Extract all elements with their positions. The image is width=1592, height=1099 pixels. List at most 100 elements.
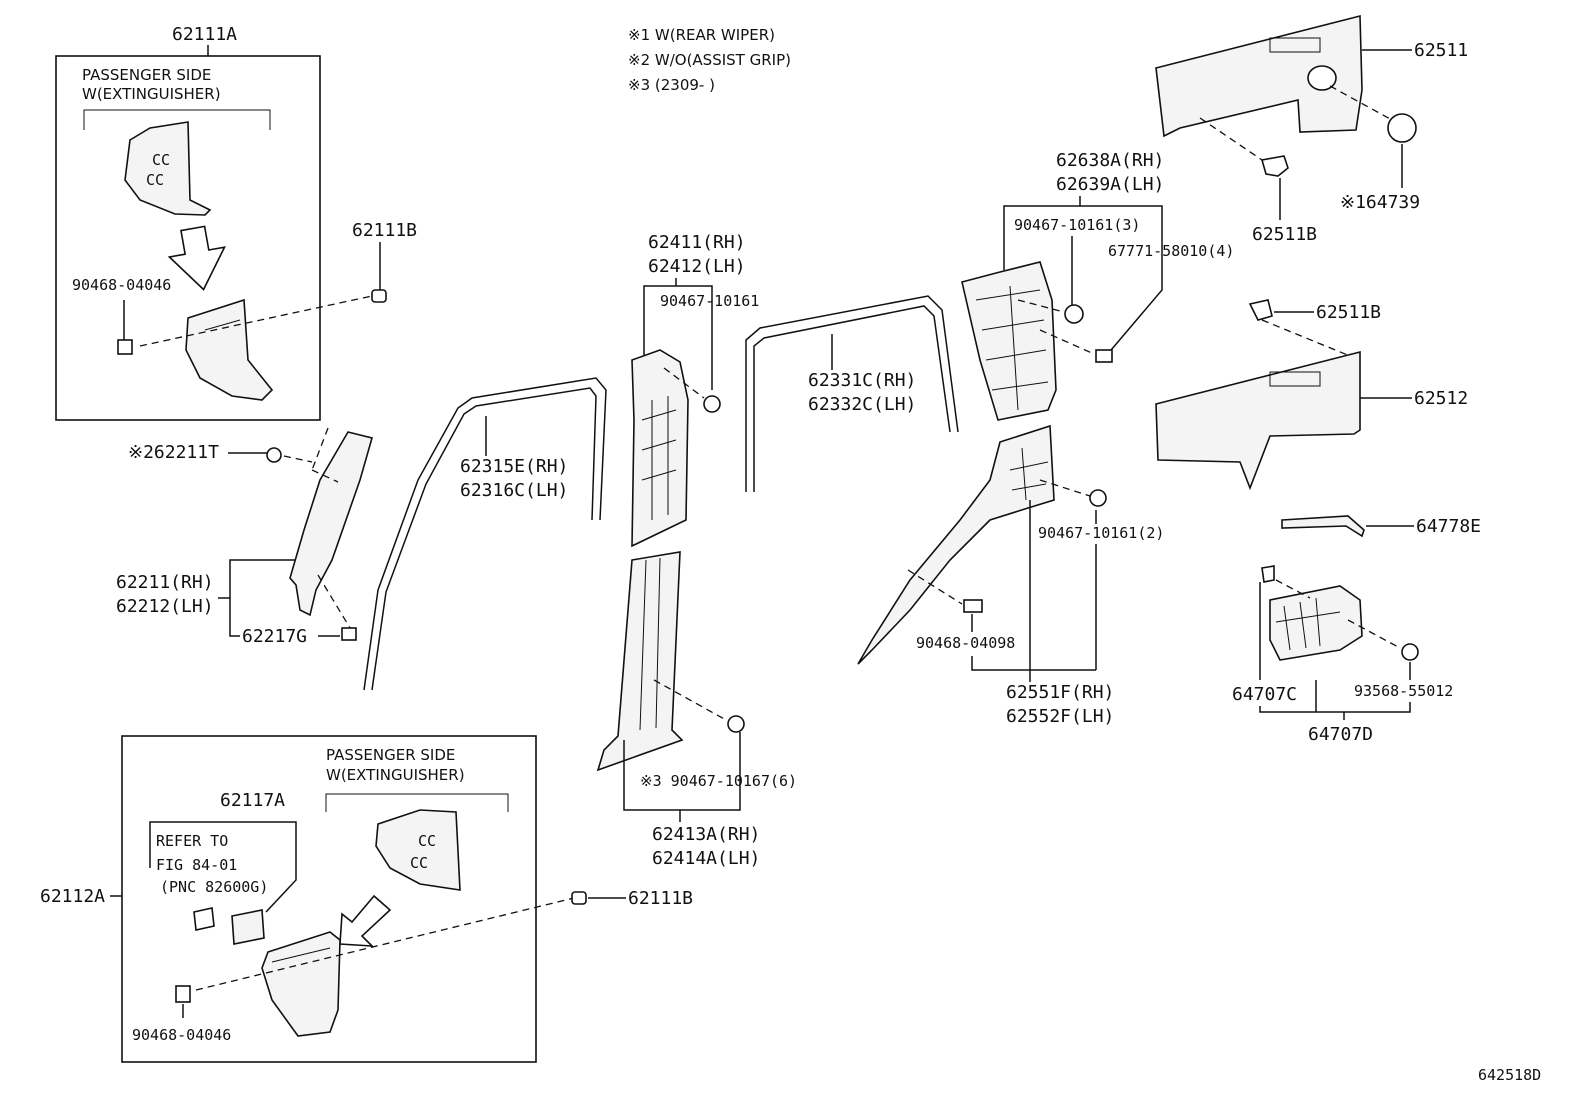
clip-icon[interactable] xyxy=(117,339,133,355)
clip-62411-icon[interactable] xyxy=(703,395,721,413)
label-62332c[interactable]: 62332C(LH) xyxy=(808,394,916,415)
label-62639a[interactable]: 62639A(LH) xyxy=(1056,174,1164,195)
label-90467-10161-3[interactable]: 90467-10161(3) xyxy=(1014,216,1140,234)
clip-62112a-icon[interactable] xyxy=(175,985,191,1003)
rear-panel-62512[interactable] xyxy=(1155,350,1361,491)
cover-piece-small[interactable] xyxy=(193,907,215,931)
box-62111a-heading-1: PASSENGER SIDE xyxy=(82,66,211,84)
label-62112a[interactable]: 62112A xyxy=(40,886,105,907)
label-67771-58010[interactable]: 67771-58010(4) xyxy=(1108,242,1234,260)
group-64707: 64707C 93568-55012 64707D xyxy=(1232,565,1453,745)
box-62112a: 62112A PASSENGER SIDE W(EXTINGUISHER) 62… xyxy=(40,735,575,1063)
label-62111b-top[interactable]: 62111B xyxy=(352,220,417,241)
label-93568-55012[interactable]: 93568-55012 xyxy=(1354,682,1453,700)
label-90467-10161-2[interactable]: 90467-10161(2) xyxy=(1038,524,1164,542)
storage-box-64707c[interactable] xyxy=(1269,585,1363,661)
clip-64707-icon[interactable] xyxy=(1261,565,1275,583)
label-90468-04098[interactable]: 90468-04098 xyxy=(916,634,1015,652)
group-62331c: 62331C(RH) 62332C(LH) xyxy=(745,295,959,492)
pillar-trim-62211[interactable] xyxy=(289,431,373,617)
refer-line-3: (PNC 82600G) xyxy=(160,878,268,896)
label-64707c[interactable]: 64707C xyxy=(1232,684,1297,705)
strip-64778e[interactable] xyxy=(1281,515,1365,538)
label-62511[interactable]: 62511 xyxy=(1414,40,1468,61)
group-64778e: 64778E xyxy=(1281,515,1481,538)
label-62511b-b[interactable]: 62511B xyxy=(1316,302,1381,323)
screw-62211t-icon[interactable] xyxy=(266,447,282,463)
label-62217g[interactable]: 62217G xyxy=(242,626,307,647)
box-62111a: 62111A PASSENGER SIDE W(EXTINGUISHER) CC… xyxy=(55,24,373,421)
label-62315e[interactable]: 62315E(RH) xyxy=(460,456,568,477)
group-62511: 62511 62511B ※164739 xyxy=(1155,14,1468,245)
screw-93568-icon[interactable] xyxy=(1401,643,1419,661)
label-90467-10161[interactable]: 90467-10161 xyxy=(660,292,759,310)
group-62413a: ※3 90467-10167(6) 62413A(RH) 62414A(LH) xyxy=(596,551,797,869)
clip-67771-icon[interactable] xyxy=(1095,349,1113,363)
label-62552f[interactable]: 62552F(LH) xyxy=(1006,706,1114,727)
group-62551f: 90467-10161(2) 90468-04098 62551F(RH) 62… xyxy=(857,424,1164,727)
label-62211rh[interactable]: 62211(RH) xyxy=(116,572,214,593)
cover-62117a[interactable] xyxy=(231,909,265,945)
box-62112a-heading-1: PASSENGER SIDE xyxy=(326,746,455,764)
label-62117a[interactable]: 62117A xyxy=(220,790,285,811)
note-date-range: ※3 (2309- ) xyxy=(628,76,715,94)
clip-62111b-icon[interactable] xyxy=(371,289,387,303)
label-90467-10167[interactable]: ※3 90467-10167(6) xyxy=(640,772,797,790)
trim-lower-62111a[interactable] xyxy=(185,298,274,401)
label-64707d[interactable]: 64707D xyxy=(1308,724,1373,745)
refer-line-2: FIG 84-01 xyxy=(156,856,237,874)
quarter-trim-62551f[interactable] xyxy=(857,424,1055,665)
clip-62511b-a-icon[interactable] xyxy=(1260,155,1289,177)
trim-upper-extinguisher[interactable] xyxy=(124,121,212,216)
box-62112a-heading-2: W(EXTINGUISHER) xyxy=(326,766,465,784)
wiper-hole-icon xyxy=(1307,65,1337,91)
label-62413a[interactable]: 62413A(RH) xyxy=(652,824,760,845)
arrow-down-left-icon xyxy=(339,894,392,947)
label-62212lh[interactable]: 62212(LH) xyxy=(116,596,214,617)
clip-62111b-bottom-icon[interactable] xyxy=(571,891,587,905)
label-62412[interactable]: 62412(LH) xyxy=(648,256,746,277)
notes-block: ※1 W(REAR WIPER) ※2 W/O(ASSIST GRIP) ※3 … xyxy=(628,26,791,94)
note-assist-grip: ※2 W/O(ASSIST GRIP) xyxy=(628,51,791,69)
label-62111b-bottom[interactable]: 62111B xyxy=(628,888,693,909)
grommet-64739-icon[interactable] xyxy=(1387,113,1417,143)
pillar-trim-62413a[interactable] xyxy=(596,551,684,772)
label-62414a[interactable]: 62414A(LH) xyxy=(652,848,760,869)
rear-panel-62511[interactable] xyxy=(1155,14,1363,138)
label-62331c[interactable]: 62331C(RH) xyxy=(808,370,916,391)
label-64739[interactable]: ※164739 xyxy=(1340,192,1420,213)
cc-mark-4: CC xyxy=(410,854,428,872)
label-90468-04046-bottom[interactable]: 90468-04046 xyxy=(132,1026,231,1044)
group-62111b-bottom: 62111B xyxy=(571,888,693,909)
trim-lower-62112a[interactable] xyxy=(261,931,341,1037)
weatherstrip-62315e[interactable] xyxy=(363,377,607,691)
label-62511b-a[interactable]: 62511B xyxy=(1252,224,1317,245)
label-62316c[interactable]: 62316C(LH) xyxy=(460,480,568,501)
box-62112a-frame xyxy=(121,735,537,1063)
label-90468-04046-top[interactable]: 90468-04046 xyxy=(72,276,171,294)
figure-id: 642518D xyxy=(1478,1066,1541,1084)
weatherstrip-62331c[interactable] xyxy=(745,295,959,492)
pillar-trim-62411[interactable] xyxy=(631,349,689,548)
clip-62551f-icon[interactable] xyxy=(1089,489,1107,507)
clip-62511b-b-icon[interactable] xyxy=(1248,299,1273,321)
clip-90468-04098-icon[interactable] xyxy=(963,599,983,613)
group-62512: 62511B 62512 xyxy=(1155,299,1468,491)
label-62411[interactable]: 62411(RH) xyxy=(648,232,746,253)
group-62638a: 62638A(RH) 62639A(LH) 90467-10161(3) 677… xyxy=(961,150,1234,421)
trim-upper-62112a[interactable] xyxy=(375,809,461,891)
label-62512[interactable]: 62512 xyxy=(1414,388,1468,409)
label-62211t[interactable]: ※262211T xyxy=(128,442,219,463)
group-62111b-top: 62111B xyxy=(352,220,417,303)
clip-62413a-icon[interactable] xyxy=(727,715,745,733)
clip-62638a-icon[interactable] xyxy=(1064,304,1084,324)
label-62111a[interactable]: 62111A xyxy=(172,24,237,45)
clip-62217g-icon[interactable] xyxy=(341,627,357,641)
label-64778e[interactable]: 64778E xyxy=(1416,516,1481,537)
quarter-trim-62638a[interactable] xyxy=(961,261,1057,421)
cc-mark-3: CC xyxy=(418,832,436,850)
label-62638a[interactable]: 62638A(RH) xyxy=(1056,150,1164,171)
label-62551f[interactable]: 62551F(RH) xyxy=(1006,682,1114,703)
vent-grille-62512 xyxy=(1269,371,1321,387)
